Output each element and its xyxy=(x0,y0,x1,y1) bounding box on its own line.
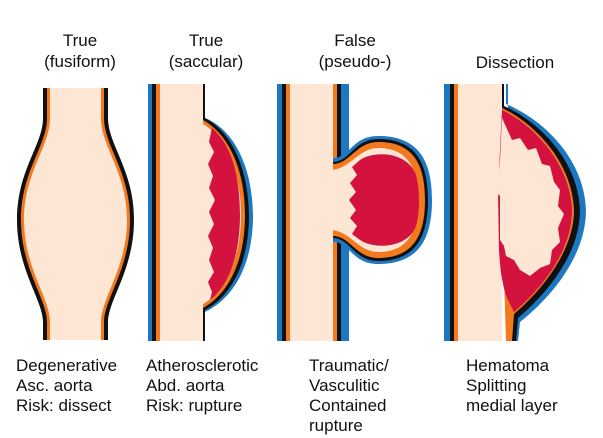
pseudo-lumen xyxy=(290,84,333,341)
saccular-left-orange xyxy=(156,84,160,341)
saccular-aneurysm-shape xyxy=(148,84,253,341)
panel-caption-saccular: Atherosclerotic Abd. aorta Risk: rupture xyxy=(146,356,259,415)
pseudo-left-black xyxy=(282,84,286,341)
fusiform-aneurysm-shape xyxy=(17,88,134,340)
dissection-left-orange xyxy=(454,84,458,341)
saccular-thrombus xyxy=(208,128,240,300)
panel-title-dissection: Dissection xyxy=(475,53,555,72)
dissection-left-black xyxy=(450,84,454,341)
pseudo-aneurysm-shape xyxy=(277,84,432,341)
panel-caption-fusiform: Degenerative Asc. aorta Risk: dissect xyxy=(16,356,118,415)
pseudo-left-orange xyxy=(286,84,290,341)
pseudo-hematoma xyxy=(349,154,419,246)
fusiform-lumen xyxy=(24,88,127,340)
dissection-lumen xyxy=(458,84,502,341)
panel-title-pseudo: False (pseudo-) xyxy=(318,31,392,71)
panel-caption-pseudo: Traumatic/ Vasculitic Contained rupture xyxy=(309,356,389,435)
saccular-lumen xyxy=(160,84,203,341)
saccular-left-blue xyxy=(148,84,154,341)
dissection-left-blue xyxy=(444,84,452,341)
panel-title-saccular: True (saccular) xyxy=(168,31,244,71)
saccular-left-black xyxy=(152,84,156,341)
pseudo-left-blue xyxy=(277,84,285,341)
panel-caption-dissection: Hematoma Splitting medial layer xyxy=(466,356,558,415)
dissection-shape xyxy=(444,84,586,341)
panel-title-fusiform: True (fusiform) xyxy=(44,31,116,71)
dissection-true-lumen-bulge xyxy=(484,118,564,276)
